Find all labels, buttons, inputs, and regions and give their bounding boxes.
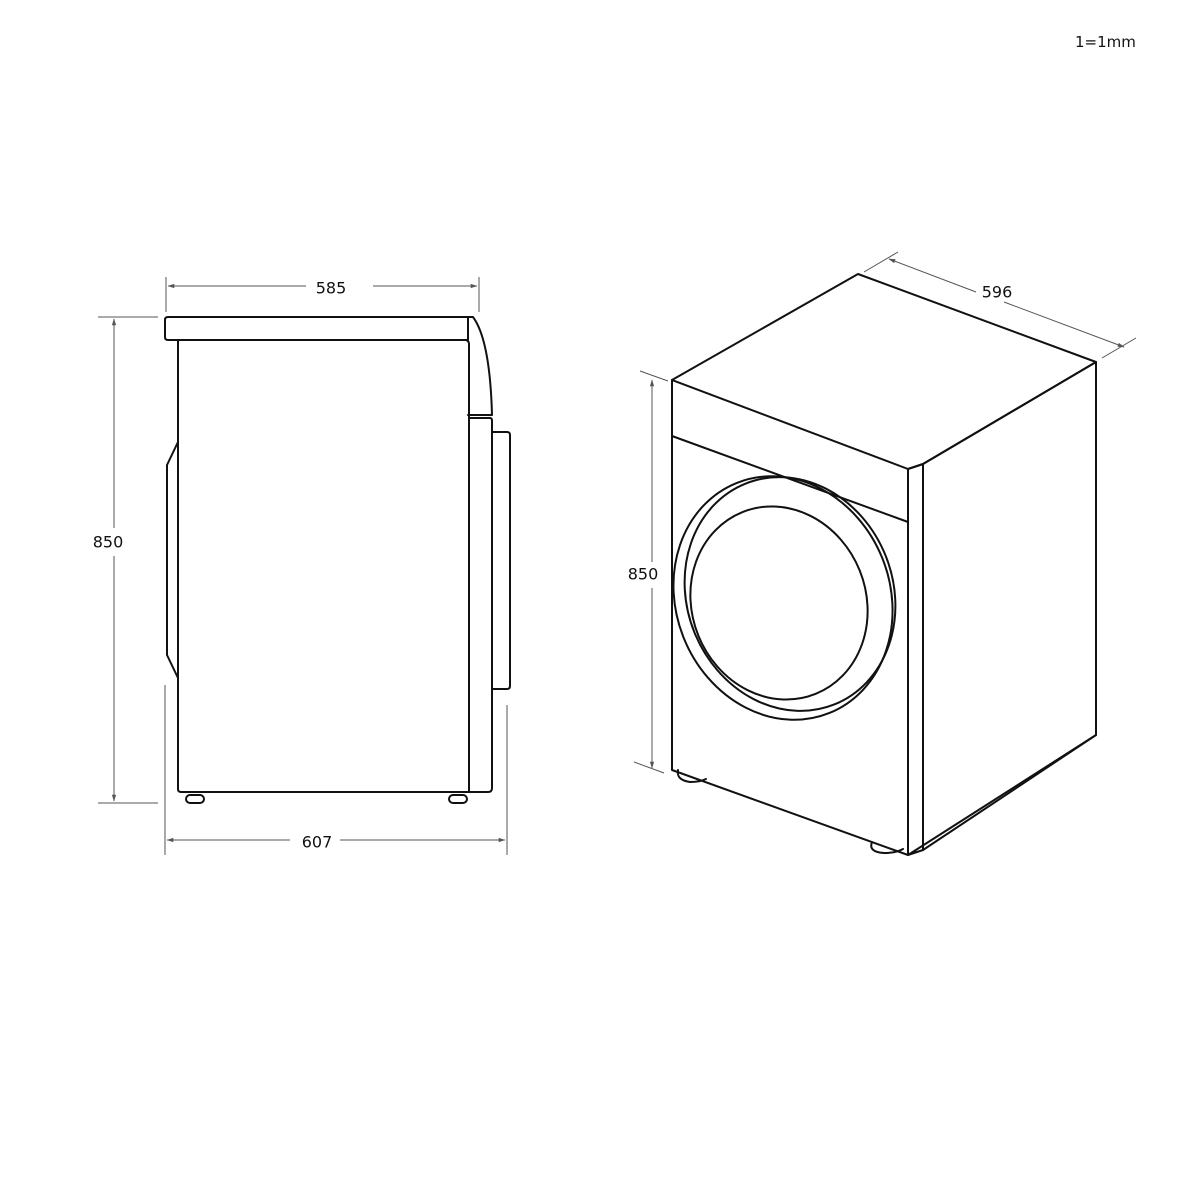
scale-note: 1=1mm	[1075, 33, 1136, 51]
side-front-strip	[468, 417, 493, 793]
side-top-width-label: 585	[316, 279, 347, 298]
side-foot-front	[448, 794, 468, 804]
iso-door-outer-ring	[672, 475, 894, 721]
side-rear-bump	[166, 441, 179, 679]
side-bottom-depth-label: 607	[302, 833, 333, 852]
iso-top-face	[671, 273, 1097, 470]
iso-view: 596 850	[628, 251, 1137, 856]
iso-door-rim	[683, 476, 897, 712]
side-body	[177, 339, 470, 793]
iso-top-front-edge	[671, 379, 924, 470]
iso-control-panel-line	[671, 435, 909, 523]
iso-foot-left	[676, 769, 707, 783]
iso-right-face	[907, 361, 1097, 856]
iso-front-face	[671, 379, 909, 856]
side-view: 585 850 607	[93, 277, 511, 855]
iso-foot-right	[870, 841, 904, 854]
iso-width-label: 596	[982, 283, 1013, 302]
iso-right-bottom	[922, 734, 1097, 851]
side-top-panel	[164, 316, 469, 341]
side-front-top-curve	[467, 316, 493, 416]
iso-door-glass	[689, 505, 869, 701]
side-door	[491, 431, 511, 690]
side-height-label: 850	[93, 533, 124, 552]
iso-height-label: 850	[628, 565, 659, 584]
side-foot-rear	[185, 794, 205, 804]
